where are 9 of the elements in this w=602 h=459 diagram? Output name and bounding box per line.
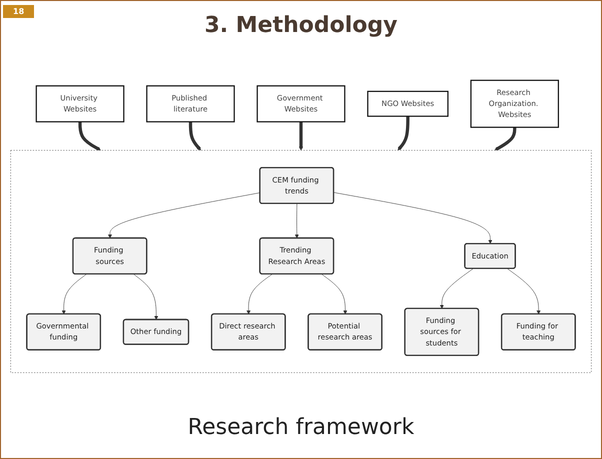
- arrow: [188, 122, 202, 150]
- cluster: [10, 150, 592, 373]
- arrow: [398, 116, 410, 150]
- page-number: 18: [3, 5, 34, 18]
- slide-title: 3. Methodology: [203, 13, 399, 38]
- arrow: [78, 122, 101, 151]
- arrow: [298, 122, 304, 150]
- caption: Research framework: [186, 415, 416, 440]
- arrow: [494, 127, 516, 151]
